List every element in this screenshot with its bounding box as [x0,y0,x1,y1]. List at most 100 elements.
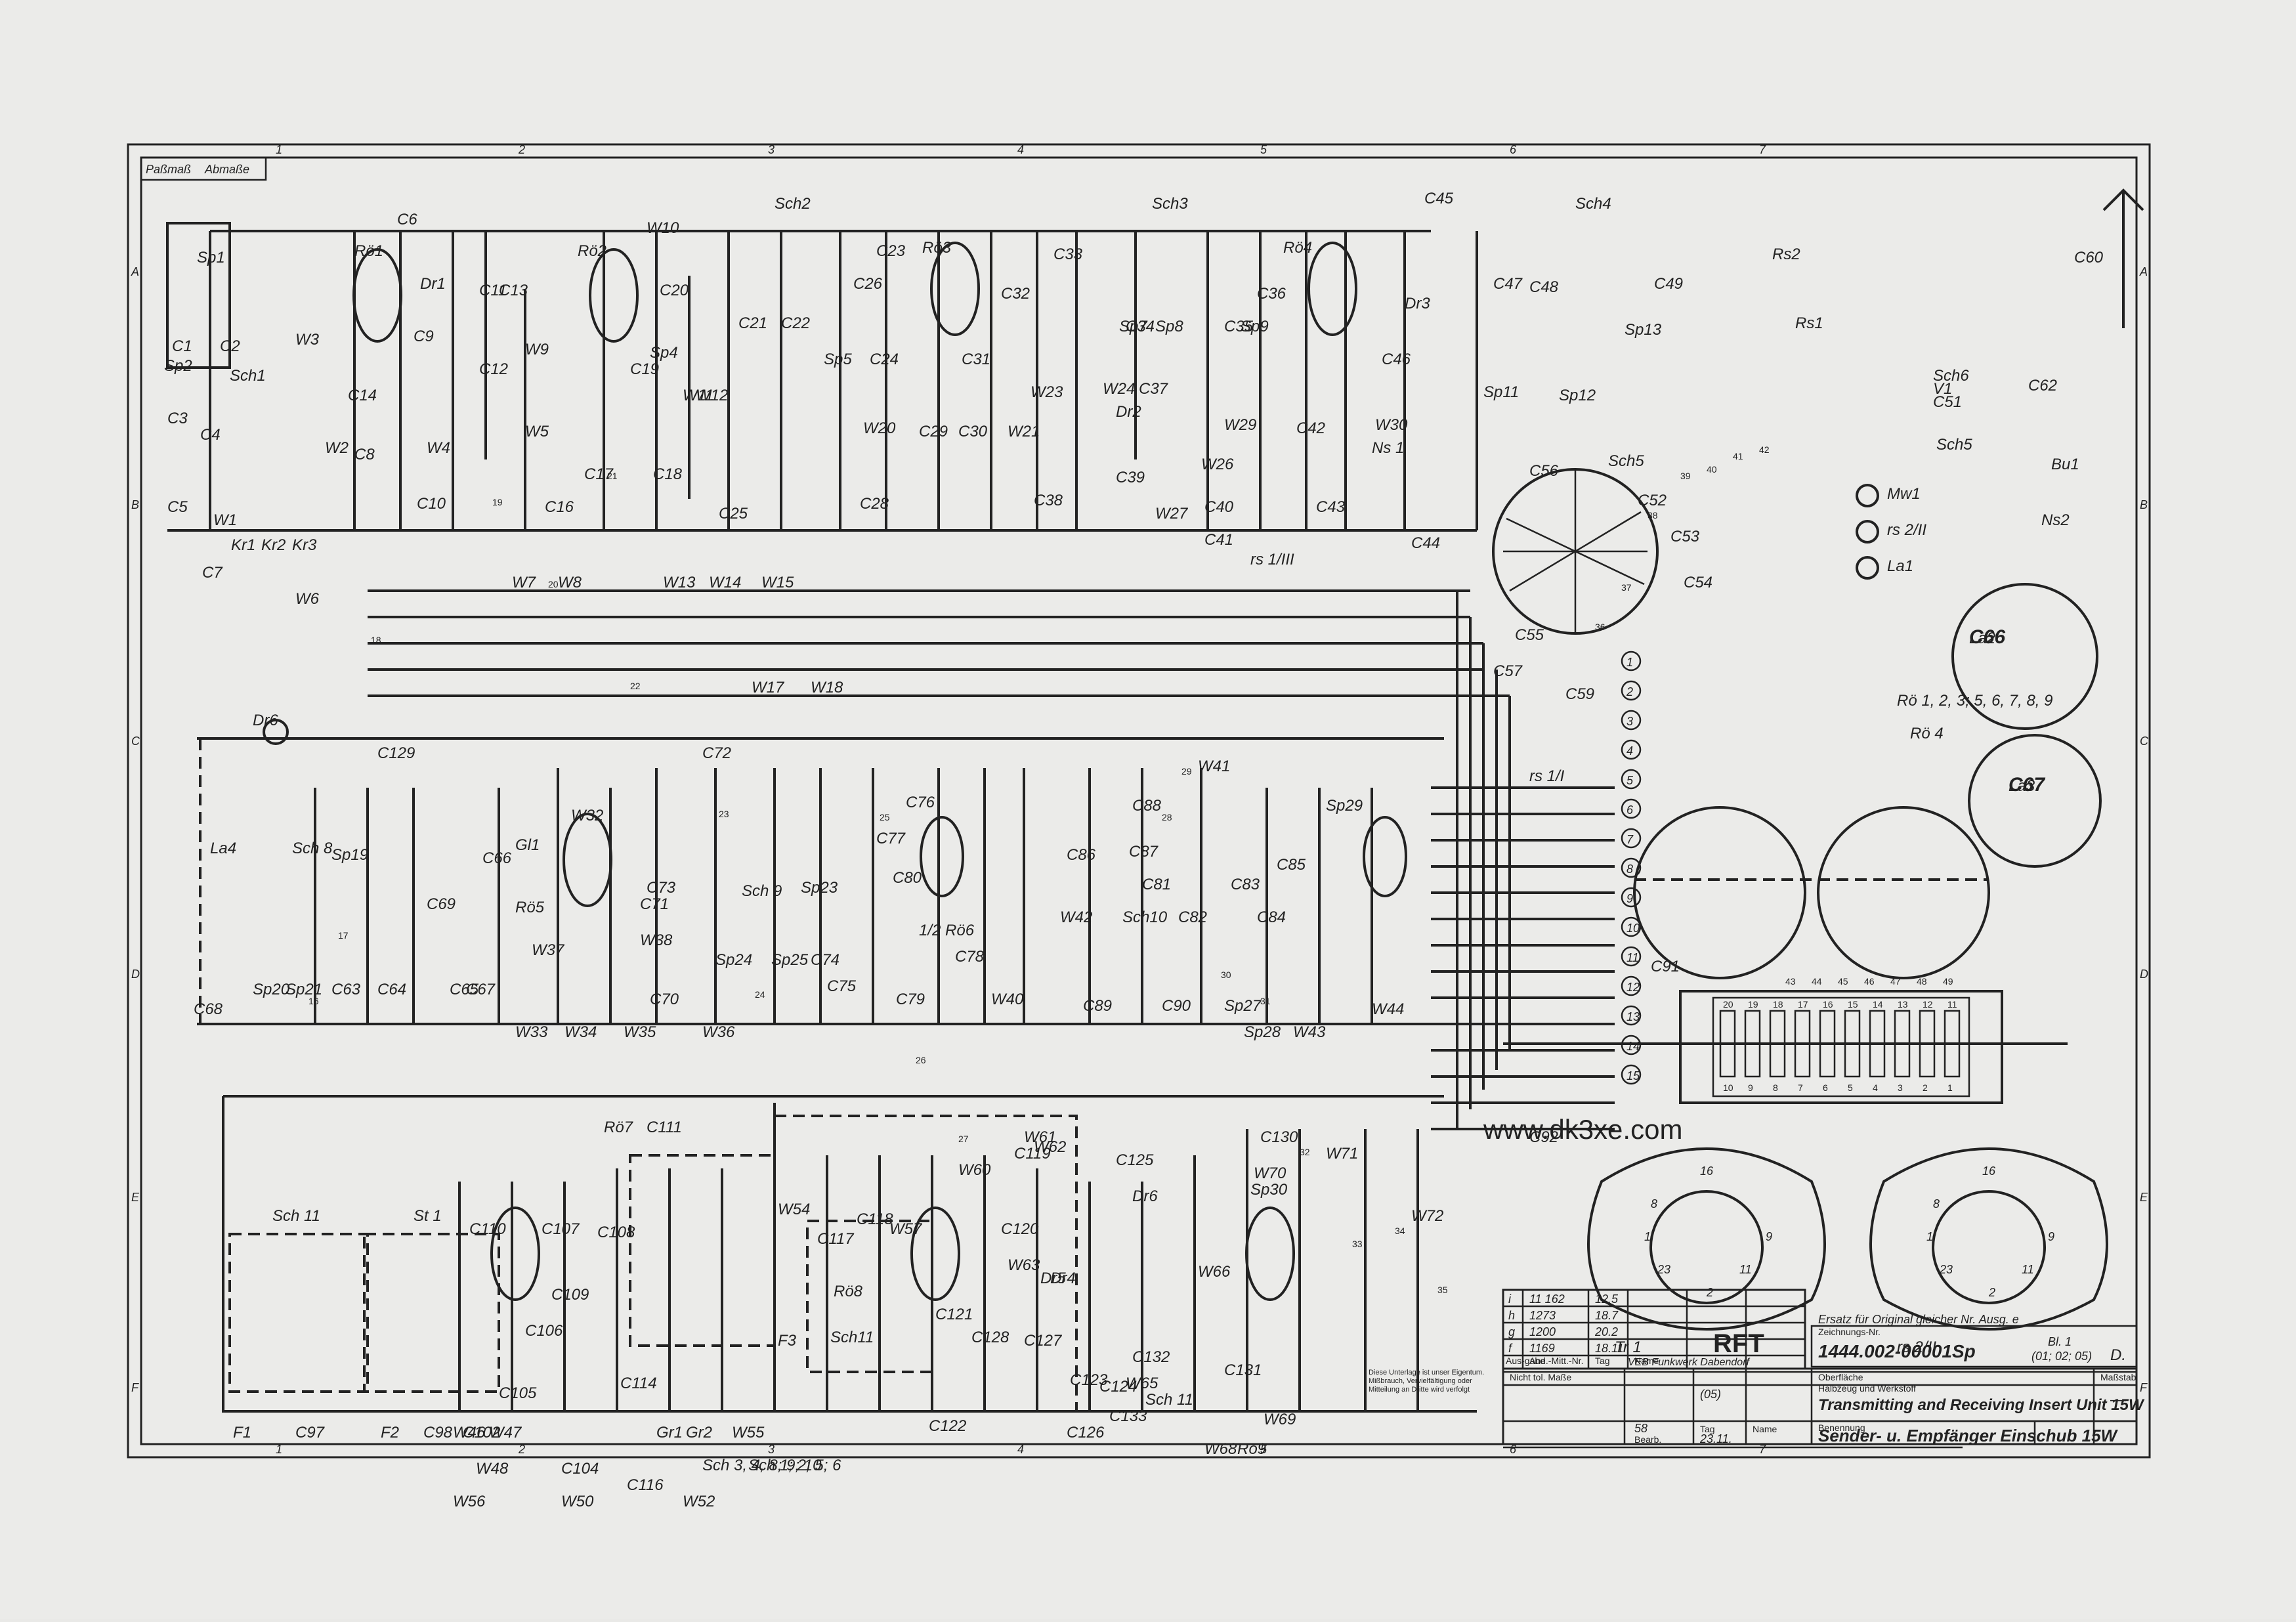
wafer-switch-footprints [1587,1147,2108,1331]
component-label: Dr4 [1050,1270,1076,1287]
component-label: Dr6 [253,712,278,729]
st1-top-pin-label: 15 [1848,999,1858,1010]
component-label: C5 [167,498,188,516]
row-index-D: D [131,968,140,981]
terminal-number: 38 [1648,510,1658,521]
component-label: C114 [620,1375,657,1392]
component-label: C55 [1515,626,1544,644]
st1-bottom-pin-label: 6 [1823,1082,1828,1093]
component-label: C20 [660,282,689,299]
component-label: C76 [906,794,935,811]
row-index-F: F [131,1381,139,1394]
terminal-number: 9 [1626,892,1633,905]
row-index-right-B: B [2140,498,2148,511]
tb-sheet-ref: (01; 02; 05) [2031,1350,2092,1363]
st1-pin [1919,1010,1936,1078]
component-label: Gl1 [515,836,540,854]
column-index-bottom-2: 2 [518,1443,525,1456]
component-label: C29 [919,423,948,440]
component-label: C62 [2028,377,2057,395]
component-label: W48 [476,1460,509,1478]
component-label: C52 [1638,492,1667,509]
component-label: C40 [1204,498,1234,516]
component-label: F2 [381,1424,399,1441]
terminal-circle [1621,946,1642,967]
terminal-circle [1621,651,1642,672]
st1-top-pin-label: 18 [1773,999,1783,1010]
terminal-circle [1621,916,1642,937]
wafer-a-pin: 1 [1644,1230,1651,1243]
component-label: rs 1/I [1529,767,1565,785]
component-label: C49 [1654,275,1683,293]
component-label: W27 [1155,505,1189,523]
corner-box [140,156,267,181]
terminal-circle [1621,1005,1642,1026]
component-label: W54 [778,1201,810,1218]
component-label: C72 [702,744,731,762]
terminal-number: 34 [1395,1226,1405,1236]
component-label: W18 [811,679,843,696]
terminal-number: 39 [1680,471,1691,481]
component-label: C130 [1260,1128,1298,1146]
component-label: C98 [423,1424,453,1441]
component-label: W66 [1198,1263,1231,1281]
terminal-number: 29 [1181,766,1192,777]
component-label: C42 [1296,419,1325,437]
component-label: C127 [1024,1332,1063,1350]
copy-notice: Diese Unterlage ist unser Eigentum. Mißb… [1369,1369,1485,1394]
component-label: Sp21 [286,981,322,998]
st1-bottom-pin-label: 2 [1923,1082,1928,1093]
wafer-a-pin: 23 [1657,1263,1670,1276]
component-label: W17 [752,679,785,696]
component-label: Mw1 [1887,485,1921,503]
component-label: W63 [1008,1256,1040,1274]
tb-name-header: Name [1753,1424,1777,1434]
terminal-number: 32 [1300,1147,1310,1157]
component-label: C81 [1142,876,1171,893]
component-label: W2 [325,439,349,457]
component-label: C7 [202,564,223,582]
terminal-number: 31 [1260,996,1271,1006]
component-label: C36 [1257,285,1286,303]
component-label: Sp2 [164,357,192,375]
component-label: C71 [640,895,669,913]
component-label: C25 [719,505,748,523]
component-label: C92 [1529,1128,1558,1146]
terminal-number: 5 [1626,774,1634,787]
st1-top-pin-label: 19 [1748,999,1758,1010]
wafer-a-pin: 2 [1706,1286,1713,1299]
component-label: Rö 1, 2, 3; 5, 6, 7, 8, 9 [1897,692,2052,710]
title-box-lower [1810,1420,2138,1445]
component-label: C38 [1034,492,1063,509]
st1-top-pin-label: 20 [1723,999,1733,1010]
component-label: W24 [1103,380,1135,398]
terminal-number: 23 [719,809,729,819]
tb-drawing-no-label: Zeichnungs-Nr. [1818,1327,1881,1337]
terminal-number: 46 [1864,976,1875,987]
terminal-number: 44 [1812,976,1822,987]
outer-border [127,143,2151,1459]
column-index-5: 5 [1260,143,1267,156]
component-label: C13 [499,282,528,299]
terminal-circle [1621,798,1642,819]
component-label: Sp11 [1483,383,1519,401]
component-label: C63 [331,981,361,998]
component-label: C31 [962,351,990,368]
component-label: Kr3 [292,536,317,554]
component-label: Sch 1; 2; 5; 6 [748,1457,841,1474]
component-label: C47 [1493,275,1523,293]
component-label: rs 2/II [1897,1338,1936,1356]
component-label: W1 [213,511,237,529]
component-label: W8 [558,574,582,591]
component-label: Sch1 [230,367,266,385]
component-label: W13 [663,574,696,591]
terminal-number: 8 [1626,863,1633,876]
component-label: C131 [1224,1361,1262,1379]
component-label: W6 [295,590,320,608]
inner-border [140,156,2138,1445]
component-label: C118 [857,1210,893,1228]
